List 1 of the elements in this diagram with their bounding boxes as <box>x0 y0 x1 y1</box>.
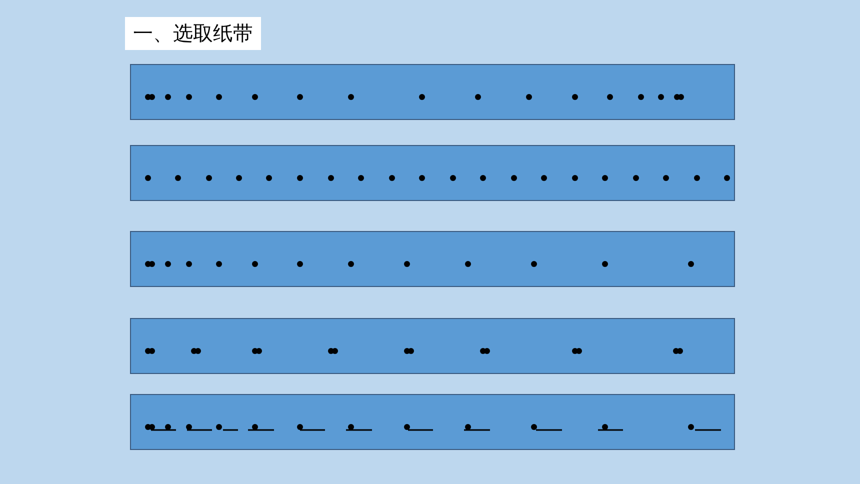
title: 一、选取纸带 <box>125 17 261 50</box>
